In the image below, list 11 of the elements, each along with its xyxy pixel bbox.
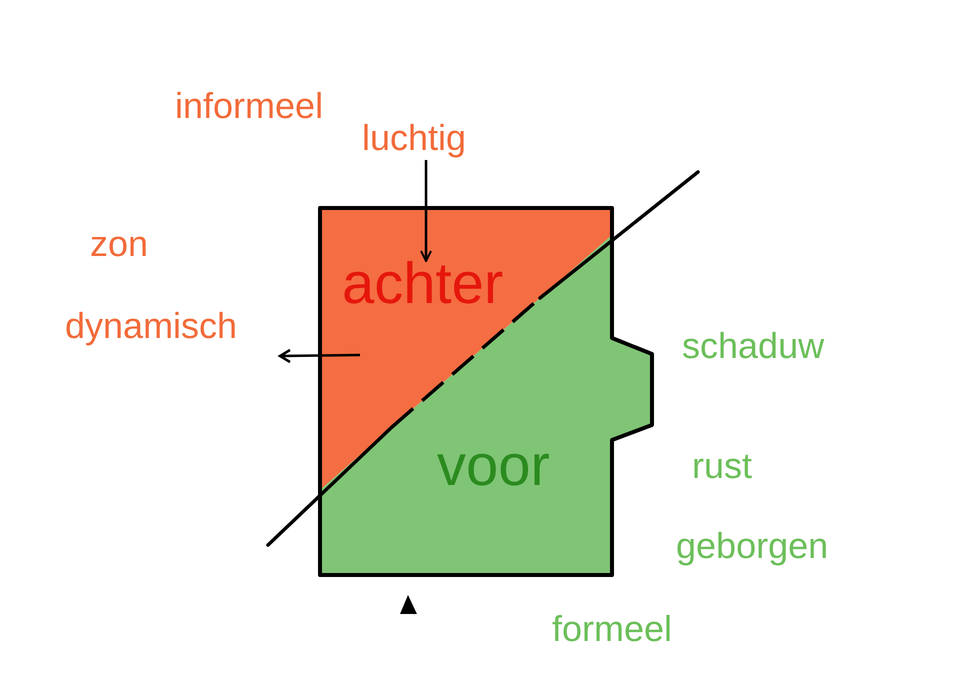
quality-label: formeel (552, 611, 672, 647)
quality-label: rust (692, 448, 752, 484)
quality-label: zon (90, 226, 148, 262)
zone-label: achter (342, 255, 504, 313)
quality-label: geborgen (676, 528, 828, 564)
arrow (420, 160, 432, 262)
zone-label: voor (437, 437, 550, 495)
quality-label: informeel (175, 88, 324, 124)
quality-label: schaduw (682, 328, 824, 364)
quality-label: luchtig (362, 120, 466, 156)
quality-label: dynamisch (65, 308, 238, 344)
